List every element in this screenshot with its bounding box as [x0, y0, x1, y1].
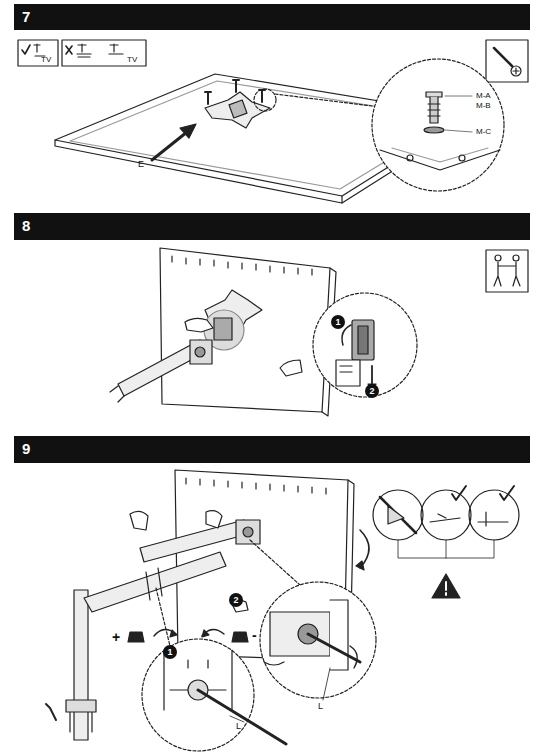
step-bar: 8: [14, 213, 530, 240]
part-label: L: [236, 722, 241, 731]
part-label: -: [252, 628, 257, 642]
step-number: 8: [22, 217, 30, 234]
part-label: L: [318, 702, 323, 711]
part-label: TV: [41, 56, 51, 64]
part-label: M-B: [476, 102, 491, 110]
icon-frame: [18, 40, 58, 66]
callout-number: 1: [163, 645, 177, 659]
callout-text: 1: [335, 317, 340, 327]
callout-number: 2: [229, 593, 243, 607]
part-label: TV: [127, 56, 137, 64]
callout-text: 2: [369, 386, 374, 396]
callout-text: 2: [233, 595, 238, 605]
step-number: 9: [22, 440, 30, 457]
part-label: E: [138, 160, 144, 169]
part-label: M-A: [476, 92, 491, 100]
callout-text: 1: [167, 647, 172, 657]
part-label: M-C: [476, 128, 491, 136]
step-bar: 7: [14, 4, 530, 30]
callout-number: 1: [331, 315, 345, 329]
step-number: 7: [22, 8, 30, 25]
step-bar: 9: [14, 436, 530, 463]
part-label: +: [112, 630, 120, 644]
callout-number: 2: [365, 384, 379, 398]
